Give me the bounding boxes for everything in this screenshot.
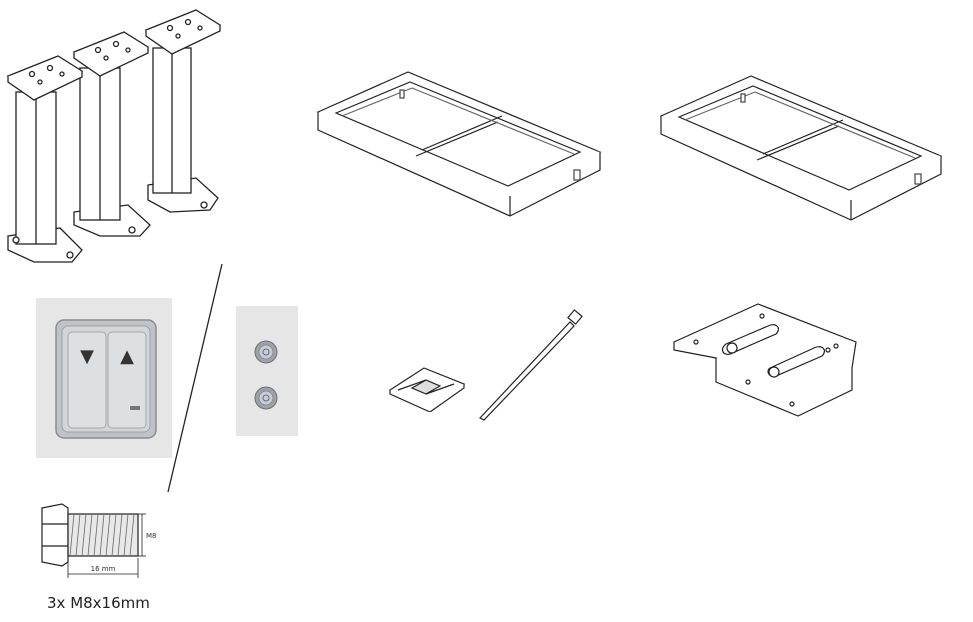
leg-3 — [144, 9, 222, 213]
frame-left-illustration — [312, 68, 604, 220]
round-button-top — [254, 340, 278, 364]
frame-right-illustration — [655, 72, 947, 224]
bolt-caption: 3x M8x16mm — [47, 594, 150, 612]
round-button-bottom — [254, 386, 278, 410]
down-arrow-icon: ▼ — [80, 346, 94, 367]
thread-size-label: M8 — [146, 532, 157, 540]
hand-switch-illustration: ▼ ▲ — [36, 298, 172, 458]
length-label: 16 mm — [91, 565, 116, 573]
legs-illustration — [0, 0, 240, 270]
bolt-illustration: M8 16 mm — [34, 492, 174, 584]
divider-line — [160, 262, 230, 497]
leg-1 — [6, 55, 84, 263]
cable-tie-mount-illustration — [386, 362, 468, 412]
cable-tie-illustration — [474, 308, 586, 424]
mounting-plate-illustration — [668, 298, 864, 422]
up-arrow-icon: ▲ — [120, 346, 134, 367]
button-panel-illustration — [236, 306, 298, 436]
leg-2 — [72, 31, 151, 237]
